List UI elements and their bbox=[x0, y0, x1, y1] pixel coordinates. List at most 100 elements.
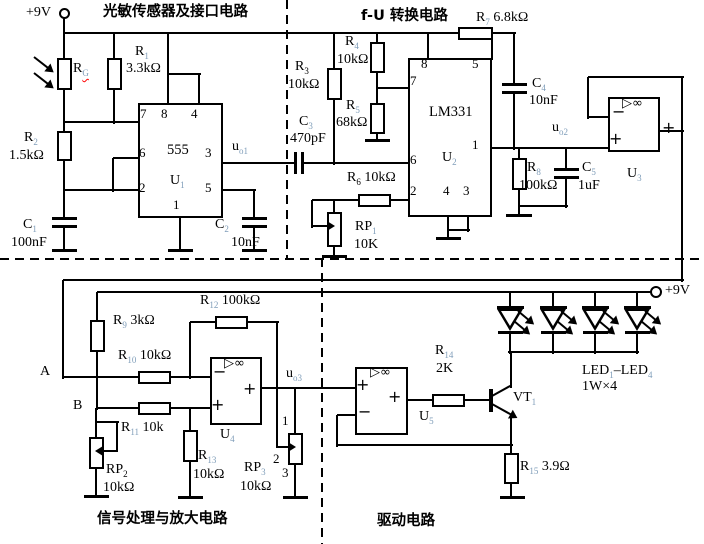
label-u5: U5 bbox=[419, 409, 434, 426]
wire bbox=[636, 292, 638, 309]
wire bbox=[179, 218, 181, 251]
label-u3out: + bbox=[662, 118, 676, 137]
led-cathode-bar bbox=[583, 331, 608, 334]
wire bbox=[223, 189, 256, 191]
ground-symbol bbox=[436, 237, 461, 240]
wire bbox=[492, 32, 516, 34]
wire bbox=[189, 462, 191, 498]
resistor-r8-body bbox=[512, 158, 527, 190]
cap-c3-plate bbox=[294, 152, 297, 174]
label-r6: R6 10kΩ bbox=[347, 170, 396, 187]
resistor-r14-body bbox=[432, 394, 465, 407]
wire bbox=[262, 387, 357, 389]
ground-symbol bbox=[52, 249, 77, 252]
wire bbox=[588, 76, 684, 78]
wire bbox=[198, 74, 200, 105]
label-u1p2: 2 bbox=[139, 180, 146, 195]
cap-c4-plate bbox=[502, 91, 527, 94]
vt1-base-bar bbox=[489, 389, 493, 412]
wire bbox=[95, 469, 97, 497]
wire bbox=[276, 388, 278, 448]
label-u2p5: 5 bbox=[472, 56, 479, 71]
wire bbox=[304, 162, 410, 164]
wire bbox=[588, 116, 610, 118]
label-u1p4: 4 bbox=[191, 106, 198, 121]
label-u3: U3 bbox=[627, 166, 642, 183]
wire bbox=[63, 33, 65, 60]
wire bbox=[447, 217, 449, 239]
label-r3v: 10kΩ bbox=[288, 77, 320, 92]
label-c1v: 100nF bbox=[11, 235, 47, 250]
label-title_driver: 驱动电路 bbox=[377, 513, 435, 529]
resistor-r4-body bbox=[370, 42, 385, 73]
wire bbox=[96, 421, 119, 423]
wire bbox=[63, 376, 140, 378]
label-rp3p3: 3 bbox=[282, 465, 289, 480]
cap-c5-plate bbox=[554, 168, 579, 171]
ground-symbol bbox=[365, 139, 390, 142]
cap-c5-plate bbox=[554, 176, 579, 179]
label-u2p4: 4 bbox=[443, 183, 450, 198]
wire bbox=[333, 100, 335, 165]
label-u4: U4 bbox=[220, 427, 235, 444]
vt1-collector-line bbox=[491, 384, 512, 397]
wire bbox=[189, 408, 191, 432]
resistor-r5-body bbox=[370, 103, 385, 134]
opamp-u3-box bbox=[608, 97, 660, 152]
label-rp3p1: 1 bbox=[282, 413, 289, 428]
label-r14v: 2K bbox=[436, 361, 454, 376]
resistor-r13-body bbox=[183, 430, 198, 462]
ground-symbol bbox=[500, 496, 525, 499]
wire bbox=[510, 484, 512, 498]
ground-symbol bbox=[178, 496, 203, 499]
wire bbox=[519, 205, 568, 207]
wire bbox=[189, 322, 191, 379]
label-c2v: 10nF bbox=[231, 235, 260, 250]
label-u2: U2 bbox=[442, 150, 457, 167]
wire bbox=[636, 334, 638, 354]
cap-c2-plate bbox=[242, 217, 267, 220]
cap-c2-plate bbox=[242, 225, 267, 228]
label-u5plus: + bbox=[356, 375, 370, 394]
wire bbox=[63, 228, 65, 251]
wire bbox=[116, 422, 118, 452]
wire bbox=[276, 322, 278, 390]
label-u1: U1 bbox=[170, 173, 185, 190]
wire bbox=[513, 93, 515, 150]
label-r11: R11 10k bbox=[121, 420, 164, 437]
light-ray-arrow-icon bbox=[33, 56, 49, 69]
label-c3: C3 bbox=[299, 114, 313, 131]
wire bbox=[594, 292, 596, 309]
wire bbox=[97, 291, 652, 293]
wire bbox=[390, 199, 410, 201]
resistor-r11-body bbox=[138, 402, 171, 415]
label-rg: RG bbox=[73, 61, 89, 78]
label-u3minus: − bbox=[612, 102, 626, 121]
wire bbox=[312, 199, 360, 201]
label-u2p8: 8 bbox=[421, 56, 428, 71]
wire bbox=[294, 465, 296, 498]
label-r2: R2 bbox=[24, 130, 38, 147]
label-r2v: 1.5kΩ bbox=[9, 148, 44, 163]
wire bbox=[594, 334, 596, 354]
label-r15: R15 3.9Ω bbox=[520, 459, 570, 476]
ground-symbol bbox=[84, 495, 109, 498]
label-r1v: 3.3kΩ bbox=[126, 61, 161, 76]
wire bbox=[510, 414, 512, 455]
ground-symbol bbox=[506, 214, 532, 217]
label-uo1: uo1 bbox=[232, 139, 248, 156]
wire bbox=[96, 292, 98, 322]
wire bbox=[95, 408, 97, 439]
ground-symbol bbox=[322, 255, 347, 258]
ground-symbol bbox=[283, 496, 308, 499]
wire bbox=[508, 351, 639, 353]
opamp-u4-box bbox=[210, 357, 262, 425]
wire bbox=[294, 388, 296, 435]
rp2-wiper-arrow-icon bbox=[102, 450, 117, 452]
label-oa5: ▷∞ bbox=[370, 365, 391, 380]
resistor-r2-body bbox=[57, 131, 72, 161]
wire bbox=[337, 444, 513, 446]
label-uo3: uo3 bbox=[286, 366, 302, 383]
label-u5minus: − bbox=[358, 402, 372, 421]
